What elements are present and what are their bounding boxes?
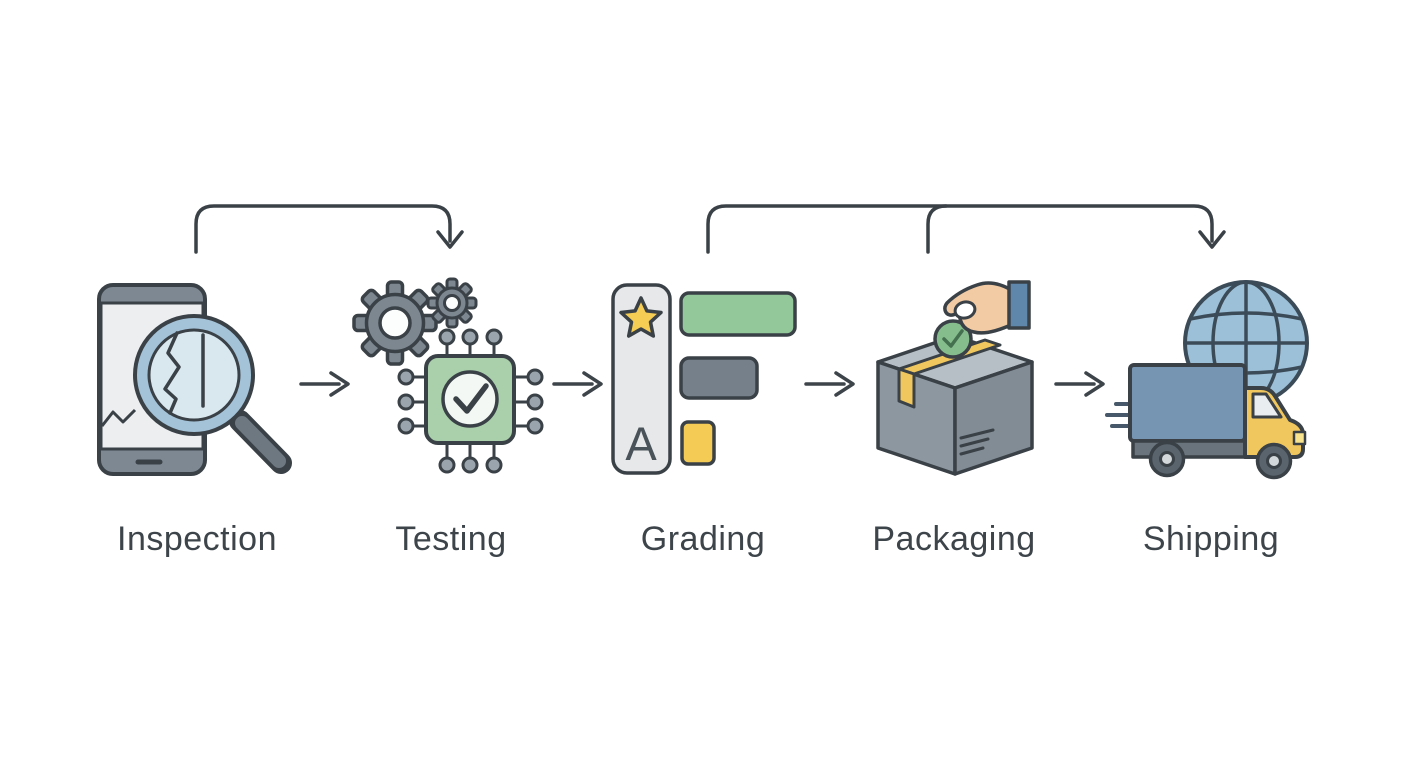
checkmark-icon [453, 383, 489, 414]
connector-packaging-branch [926, 204, 948, 254]
truck-icon [1128, 363, 1307, 480]
gear-large-icon [352, 280, 438, 366]
truck-wheel-front [1255, 442, 1293, 480]
arrow-testing-grading-icon [552, 371, 603, 397]
grade-bar-gray [679, 356, 759, 400]
finger-gap [953, 300, 977, 320]
lens-crack [163, 331, 181, 415]
grade-scale-panel [611, 283, 672, 475]
truck-headlight [1292, 430, 1307, 446]
stage-label-shipping: Shipping [1142, 520, 1280, 558]
hand [943, 281, 1015, 335]
top-connectors [194, 204, 1226, 254]
magnifier-icon [133, 314, 292, 474]
connector-grading-to-shipping [706, 204, 1214, 254]
arrow-packaging-shipping-icon [1054, 371, 1105, 397]
screen-crack [100, 408, 137, 427]
grade-bar-green [679, 291, 797, 337]
truck-cargo [1128, 363, 1247, 443]
connector-arrowhead-shipping [1198, 230, 1226, 249]
gears-chip-check-icon [352, 277, 544, 474]
connector-arrowhead-testing [436, 230, 464, 249]
stage-label-testing: Testing [395, 520, 507, 558]
grade-scale-star-bars-icon: A [611, 283, 797, 475]
sleeve [1007, 280, 1031, 330]
grade-letter: A [625, 417, 657, 470]
stage-label-inspection: Inspection [117, 520, 277, 558]
arrow-inspection-testing-icon [299, 371, 350, 397]
delivery-truck-globe-icon [1105, 280, 1309, 480]
grade-bar-yellow [680, 420, 716, 466]
box-vent-lines [959, 428, 995, 456]
hand-placing-check-in-box-icon [876, 280, 1034, 476]
truck-wheel-rear [1148, 440, 1186, 478]
phone-crack-magnifier-icon [97, 283, 292, 476]
truck-windshield [1251, 392, 1283, 419]
stage-label-grading: Grading [640, 520, 766, 558]
check-coin-icon [933, 319, 973, 359]
connector-inspection-to-testing [194, 204, 452, 254]
tape-flap [897, 367, 916, 409]
chip-check-circle [441, 370, 499, 428]
arrow-grading-packaging-icon [804, 371, 855, 397]
inline-arrows [299, 371, 1105, 397]
gear-small-icon [426, 277, 478, 329]
stage-label-packaging: Packaging [872, 520, 1036, 558]
star-icon [619, 296, 663, 338]
